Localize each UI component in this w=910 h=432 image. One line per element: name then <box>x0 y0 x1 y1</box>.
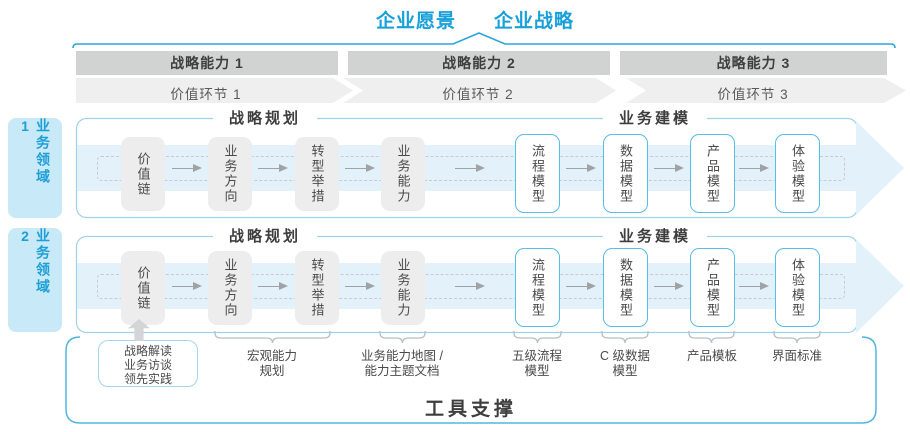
row2-box-value-chain: 价值链 <box>121 251 165 325</box>
tool-support-container <box>65 336 877 424</box>
annotation-capability-map-line1: 业务能力地图 / <box>361 349 443 363</box>
capability-bar-1: 战略能力 1 <box>76 51 338 75</box>
row1-flow-arrow <box>77 121 904 215</box>
brace-process-model <box>513 331 562 344</box>
row2-box-experience-model: 体验模型 <box>775 248 820 327</box>
row2-arrow-1 <box>172 282 202 291</box>
row2-planning-header: 战略规划 <box>213 228 317 245</box>
row1-arrow-2 <box>258 164 288 173</box>
row2-arrow-3 <box>345 282 375 291</box>
business-domain-2-label: 业务领域 2 <box>8 228 62 332</box>
annotation-process-model-line2: 模型 <box>524 364 550 378</box>
annotation-product-template: 产品模板 <box>650 349 774 364</box>
row2-box-product-model: 产品模型 <box>690 248 735 327</box>
vision-title: 企业愿景 <box>375 11 456 32</box>
row1-modeling-header: 业务建模 <box>603 110 707 127</box>
annotation-process-model-line1: 五级流程 <box>511 349 562 363</box>
row2-dashed-guide <box>97 274 845 299</box>
annotation-macro-capability-line2: 规划 <box>259 364 285 378</box>
value-chevron-2 <box>343 78 616 103</box>
row2-modeling-header: 业务建模 <box>603 228 707 245</box>
row2-box-business-direction: 业务方向 <box>208 251 252 325</box>
value-chevron-1 <box>76 78 353 103</box>
capability-bar-2-label: 战略能力 2 <box>442 55 516 71</box>
row2-box-transformation: 转型举措 <box>295 251 339 325</box>
interview-line-3: 领先实践 <box>123 372 172 386</box>
vision-line <box>72 32 896 49</box>
tool-support-title: 工具支撑 <box>424 399 517 420</box>
row1-box-data-model: 数据模型 <box>603 134 648 213</box>
brace-data-model <box>601 331 649 344</box>
brace-macro-capability <box>214 331 331 344</box>
row1-arrow-5 <box>566 164 596 173</box>
brace-product-template <box>688 331 735 344</box>
row1-box-process-model: 流程模型 <box>515 134 560 213</box>
capability-bar-3: 战略能力 3 <box>620 51 887 75</box>
annotation-ui-standard-line1: 界面标准 <box>771 349 822 363</box>
value-chevron-3 <box>626 78 906 103</box>
row1-arrow-3 <box>345 164 375 173</box>
capability-bar-2: 战略能力 2 <box>348 51 610 75</box>
row1-dashed-guide <box>97 156 845 181</box>
brace-capability-map <box>379 331 426 344</box>
row2-box-process-model: 流程模型 <box>515 248 560 327</box>
annotation-macro-capability-line1: 宏观能力 <box>246 349 297 363</box>
capability-bar-3-label: 战略能力 3 <box>716 55 791 71</box>
interview-line-1: 战略解读 <box>123 344 172 358</box>
row1-arrow-7 <box>739 164 769 173</box>
row2-arrow-6 <box>654 282 684 291</box>
annotation-macro-capability: 宏观能力 规划 <box>210 349 334 379</box>
annotation-data-model-line2: 模型 <box>612 364 638 378</box>
row2-box-business-capability: 业务能力 <box>381 251 425 325</box>
row2-box-data-model: 数据模型 <box>603 248 648 327</box>
value-link-2-label: 价值环节 2 <box>442 87 514 102</box>
business-domain-1-label: 业务领域 1 <box>8 118 62 218</box>
row1-arrow-4 <box>455 164 485 173</box>
row1-box-experience-model: 体验模型 <box>775 134 820 213</box>
row1-box-business-direction: 业务方向 <box>208 137 252 211</box>
brace-ui-standard <box>773 331 821 344</box>
row2-arrow-5 <box>566 282 596 291</box>
row1-box-product-model: 产品模型 <box>690 134 735 213</box>
row1-box-value-chain: 价值链 <box>121 137 165 211</box>
value-link-1-label: 价值环节 1 <box>170 87 242 102</box>
row1-arrow-1 <box>172 164 202 173</box>
value-link-3-label: 价值环节 3 <box>717 87 789 102</box>
annotation-capability-map-line2: 能力主题文档 <box>364 364 440 378</box>
row2-arrow-7 <box>739 282 769 291</box>
row1-arrow-6 <box>654 164 684 173</box>
annotation-process-model: 五级流程 模型 <box>475 349 599 379</box>
annotation-ui-standard: 界面标准 <box>735 349 859 364</box>
row1-box-transformation: 转型举措 <box>295 137 339 211</box>
annotation-product-template-line1: 产品模板 <box>686 349 737 363</box>
capability-bar-1-label: 战略能力 1 <box>170 55 244 71</box>
annotation-capability-map: 业务能力地图 / 能力主题文档 <box>340 349 464 379</box>
annotation-data-model-line1: C 级数据 <box>599 349 650 363</box>
row1-box-business-capability: 业务能力 <box>381 137 425 211</box>
interview-line-2: 业务访谈 <box>123 358 172 372</box>
row2-arrow-2 <box>258 282 288 291</box>
row1-planning-header: 战略规划 <box>213 110 317 127</box>
page-title: 企业愿景 企业战略 <box>75 6 875 33</box>
row2-flow-arrow <box>77 239 904 333</box>
row2-arrow-4 <box>455 282 485 291</box>
annotation-data-model: C 级数据 模型 <box>563 349 687 379</box>
interview-box: 战略解读 业务访谈 领先实践 <box>98 340 198 387</box>
strategy-title: 企业战略 <box>494 11 575 32</box>
